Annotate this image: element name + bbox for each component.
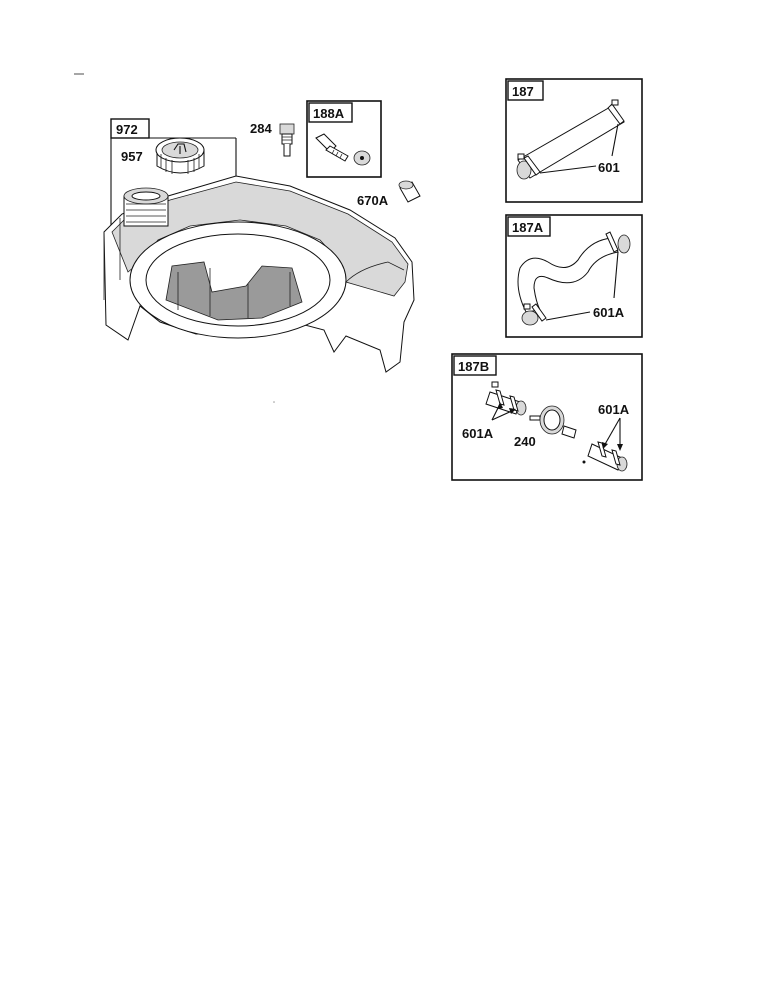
tank-cavity-ribs [177, 268, 291, 318]
fuel-line-187a-tag-label: 187A [512, 220, 544, 235]
tank-tag-box [110, 118, 150, 139]
tank-tag-label: 972 [116, 122, 138, 137]
clamp-left-arrow-a [497, 402, 503, 409]
clamp-601-leader-a [539, 165, 597, 174]
fitting-group: 284 [250, 121, 295, 157]
filter-right-hose [582, 441, 628, 472]
clamp-601a-leader-b [613, 251, 619, 299]
fuel-filter-187b-tag-label: 187B [458, 359, 489, 374]
fuel-cap-symbol-icon [173, 143, 187, 154]
clamp-601a-leader-a [545, 311, 591, 321]
tank-side-edges [103, 218, 121, 300]
fitting-part [279, 123, 295, 157]
fuel-cap-label: 957 [121, 149, 143, 164]
fuel-cap [155, 137, 205, 174]
fuel-filter-187b-tag-box [453, 355, 497, 376]
fitting-label: 284 [250, 121, 272, 136]
clamp-right-arrow-a [602, 442, 608, 449]
screw-part [315, 133, 349, 162]
screw-kit-box [306, 100, 382, 178]
tank-flange [345, 261, 405, 283]
fuel-line-187a-group: 187A 601A [505, 214, 643, 338]
clamp-601-leader-b [611, 123, 619, 157]
straight-hose-part [516, 99, 625, 180]
bushing-label: 670A [357, 193, 389, 208]
bushing-part [398, 180, 421, 203]
clamp-filter-right-label: 601A [598, 402, 630, 417]
fuel-line-187a-box [505, 214, 643, 338]
filter-left-hose [485, 381, 527, 416]
clamp-601a-label: 601A [593, 305, 625, 320]
clamp-right-leader-a [603, 417, 621, 447]
clamp-right-arrow-b [617, 444, 623, 451]
fuel-line-187-box [505, 78, 643, 203]
clamp-601-label: 601 [598, 160, 620, 175]
fuel-tank-group: 972 957 [103, 118, 415, 373]
fuel-line-187a-tag-box [507, 216, 551, 237]
fuel-filter-part [529, 405, 577, 439]
screw-kit-tag-label: 188A [313, 106, 345, 121]
screw-kit-group: 188A [306, 100, 382, 178]
fuel-line-187-group: 187 601 [505, 78, 643, 203]
filler-neck [123, 187, 169, 227]
fuel-filter-label: 240 [514, 434, 536, 449]
clamp-left-arrow-b [509, 408, 516, 414]
screw-kit-tag-box [308, 102, 353, 123]
fuel-filter-187b-group: 187B 601A [451, 353, 643, 481]
bushing-group: 670A [357, 180, 421, 208]
clamp-filter-left-label: 601A [462, 426, 494, 441]
fuel-filter-187b-box [451, 353, 643, 481]
tank-cavity [165, 261, 303, 321]
fuel-line-187-tag-box [507, 80, 544, 101]
fuel-line-187-tag-label: 187 [512, 84, 534, 99]
speck [273, 401, 275, 403]
